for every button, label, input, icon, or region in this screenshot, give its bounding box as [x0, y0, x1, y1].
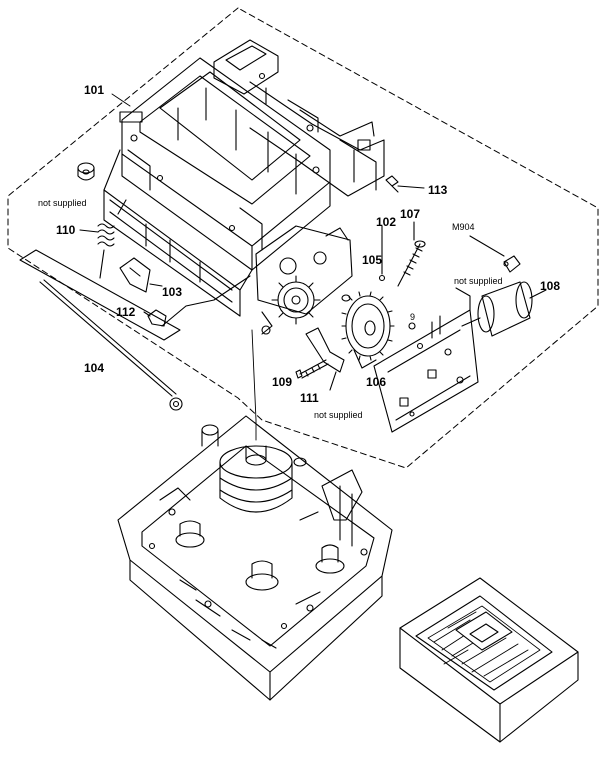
label-113: 113 [428, 183, 448, 197]
plate-and-rod-104 [19, 249, 251, 411]
label-112: 112 [116, 305, 136, 319]
label-106: 106 [366, 375, 387, 389]
label-108: 108 [540, 279, 561, 293]
motor-bracket-plate [373, 309, 479, 433]
label-111: 111 [300, 391, 319, 405]
lever-103 [119, 257, 163, 293]
motor-m904 [455, 235, 547, 337]
note-not-supplied-left: not supplied [38, 198, 87, 208]
bracket-112 [143, 309, 167, 327]
label-107: 107 [400, 207, 421, 221]
label-103: 103 [162, 285, 183, 299]
label-104: 104 [84, 361, 105, 375]
note-not-supplied-right: not supplied [454, 276, 503, 286]
label-110: 110 [56, 223, 76, 237]
gear-106 [341, 291, 395, 369]
label-101: 101 [84, 83, 105, 97]
label-109: 109 [272, 375, 293, 389]
worm-shaft-107 [397, 221, 426, 287]
label-102: 102 [376, 215, 397, 229]
pin-102 [378, 225, 386, 282]
screw-mark-9: 9 [410, 312, 416, 322]
packaging-block [399, 577, 579, 743]
label-105: 105 [362, 253, 383, 267]
label-m904: M904 [452, 222, 475, 232]
spring-110 [79, 199, 127, 279]
washer-105 [341, 294, 351, 302]
note-not-supplied-bottom: not supplied [314, 410, 363, 420]
side-gear-plate [255, 225, 353, 335]
knob-not-supplied [77, 162, 95, 181]
lower-mechanism-deck [117, 415, 393, 701]
clip-113 [385, 175, 425, 193]
lever-111 [305, 327, 345, 391]
upper-rail-assembly [213, 39, 385, 197]
screw-109 [295, 359, 329, 379]
main-frame-101 [103, 57, 331, 317]
assembly-boundary-dashed [7, 7, 599, 469]
